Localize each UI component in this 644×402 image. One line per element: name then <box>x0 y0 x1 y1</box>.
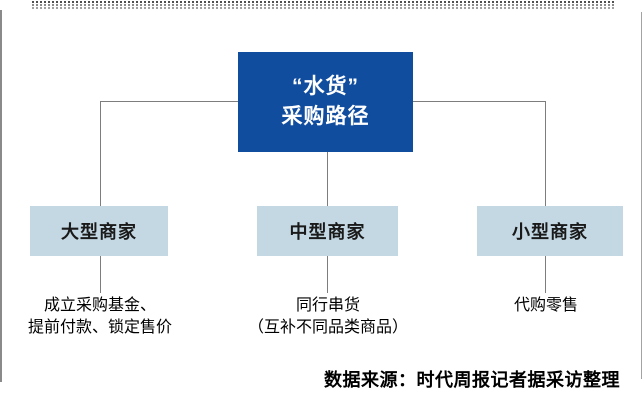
desc-line: （互补不同品类商品） <box>247 319 408 336</box>
right-frame-line <box>641 12 642 379</box>
root-node-title-line1: “水货” <box>292 75 359 98</box>
root-node: “水货” 采购路径 <box>238 52 413 152</box>
connector-middle-branch-to-desc <box>327 256 328 293</box>
connector-to-right-branch <box>545 101 546 207</box>
dotted-band-decoration <box>32 1 615 9</box>
branch-node-small-merchants: 小型商家 <box>477 206 623 256</box>
connector-root-to-middle <box>327 151 328 207</box>
connector-to-left-branch <box>100 101 101 207</box>
desc-line: 同行串货 <box>295 297 360 314</box>
branch-label: 中型商家 <box>289 222 366 242</box>
branch-node-large-merchants: 大型商家 <box>30 206 168 256</box>
root-node-title-line2: 采购路径 <box>281 105 370 128</box>
branch-label: 大型商家 <box>61 222 137 242</box>
branch-node-medium-merchants: 中型商家 <box>257 206 398 256</box>
connector-right-branch-to-desc <box>545 256 546 293</box>
desc-line: 成立采购基金、 <box>43 297 156 314</box>
desc-line: 提前付款、锁定售价 <box>27 319 172 336</box>
branch-label: 小型商家 <box>512 222 588 242</box>
desc-line: 代购零售 <box>513 297 578 314</box>
branch-desc-large-merchants: 成立采购基金、 提前付款、锁定售价 <box>5 295 195 339</box>
branch-desc-small-merchants: 代购零售 <box>470 295 622 317</box>
left-frame-line <box>0 10 2 382</box>
connector-left-branch-to-desc <box>100 256 101 293</box>
data-source-note: 数据来源：时代周报记者据采访整理 <box>324 370 620 390</box>
branch-desc-medium-merchants: 同行串货 （互补不同品类商品） <box>237 295 419 339</box>
